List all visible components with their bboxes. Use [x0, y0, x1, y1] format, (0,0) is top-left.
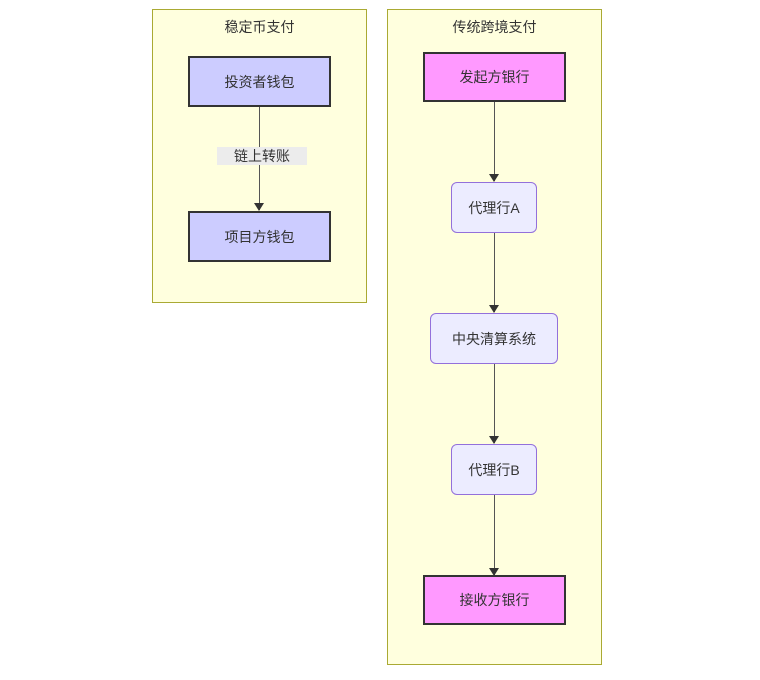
edge-clearing-to-correspondent-b-arrow	[489, 436, 499, 444]
edge-clearing-to-correspondent-b-line	[494, 364, 495, 443]
edge-investor-to-project-arrow	[254, 203, 264, 211]
edge-originating-to-correspondent-a-line	[494, 102, 495, 181]
subgraph-stablecoin-title: 稳定币支付	[224, 19, 295, 35]
node-investor-wallet[interactable]: 投资者钱包	[188, 56, 331, 107]
edge-correspondent-a-to-clearing-line	[494, 233, 495, 312]
node-receiving-bank[interactable]: 接收方银行	[423, 575, 566, 625]
edge-originating-to-correspondent-a-arrow	[489, 174, 499, 182]
edge-correspondent-b-to-receiving-arrow	[489, 568, 499, 576]
node-correspondent-a[interactable]: 代理行A	[451, 182, 537, 233]
node-originating-bank[interactable]: 发起方银行	[423, 52, 566, 102]
edge-correspondent-b-to-receiving-line	[494, 495, 495, 575]
edge-correspondent-a-to-clearing-arrow	[489, 305, 499, 313]
subgraph-traditional-title: 传统跨境支付	[452, 19, 537, 35]
edge-label-onchain-transfer: 链上转账	[217, 147, 307, 165]
node-clearing-system[interactable]: 中央清算系统	[430, 313, 558, 364]
node-project-wallet[interactable]: 项目方钱包	[188, 211, 331, 262]
node-correspondent-b[interactable]: 代理行B	[451, 444, 537, 495]
